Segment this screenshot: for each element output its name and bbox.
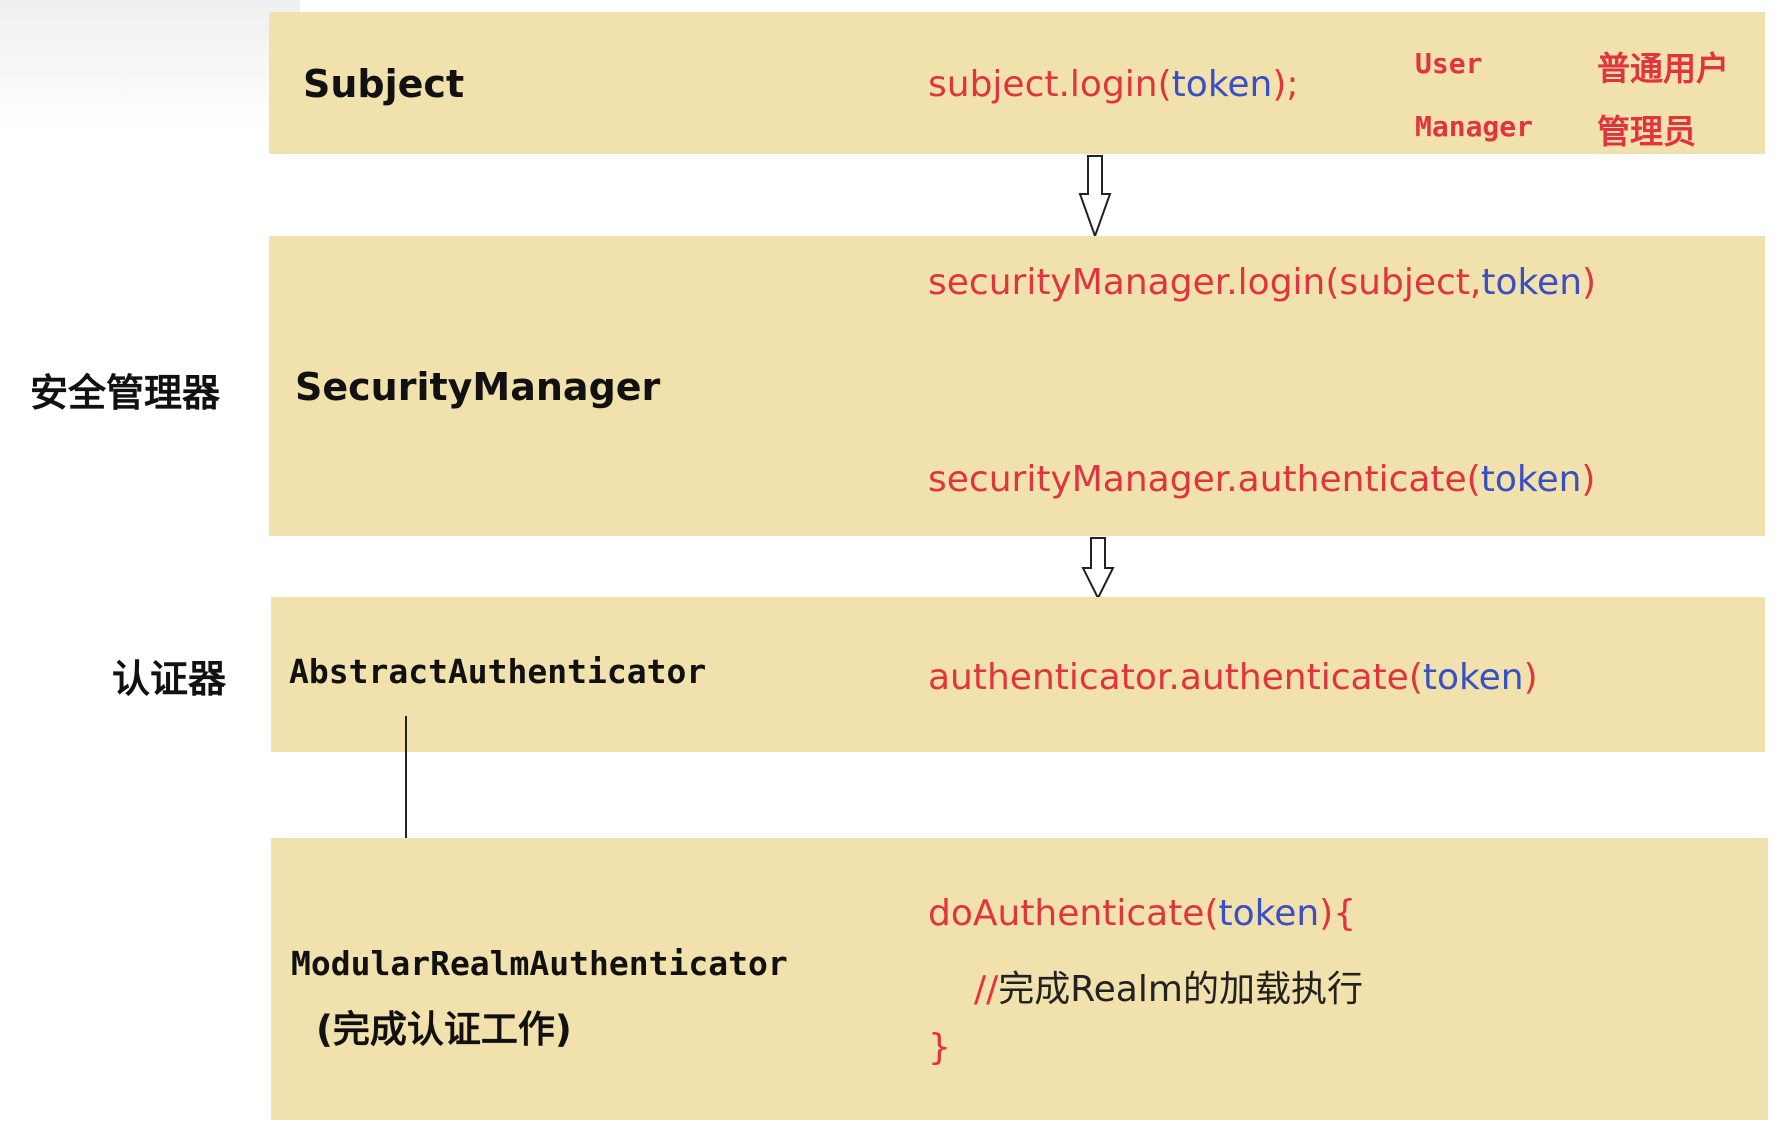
close-brace-code: } (928, 1027, 951, 1068)
role-manager-cn-label: 管理员 (1597, 112, 1696, 151)
authenticator-side-label: 认证器 (112, 657, 227, 701)
security-manager-login-code: securityManager.login(subject,token) (928, 262, 1596, 303)
subject-band (269, 12, 1765, 154)
security-manager-band (269, 236, 1765, 536)
abstract-authenticator-title: AbstractAuthenticator (289, 652, 707, 691)
subject-login-code: subject.login(token); (928, 64, 1299, 105)
modular-realm-authenticator-band (271, 838, 1768, 1120)
security-manager-authenticate-code: securityManager.authenticate(token) (928, 459, 1595, 500)
comment-text: 完成Realm的加载执行 (998, 969, 1363, 1010)
realm-comment-code: //完成Realm的加载执行 (974, 960, 1363, 1012)
role-user-cn-label: 普通用户 (1597, 49, 1729, 88)
do-auth-fn: doAuthenticate( (928, 893, 1219, 934)
modular-realm-authenticator-title: ModularRealmAuthenticator (291, 944, 788, 983)
security-manager-title: SecurityManager (295, 365, 661, 409)
authenticator-auth-token: token (1422, 657, 1524, 698)
do-authenticate-code: doAuthenticate(token){ (928, 893, 1356, 934)
down-arrow-icon (1081, 537, 1115, 600)
authenticator-auth-end: ) (1523, 657, 1538, 698)
security-manager-side-label: 安全管理器 (30, 371, 221, 415)
subject-login-token: token (1171, 64, 1273, 105)
security-auth-end: ) (1581, 459, 1596, 500)
top-left-shade (0, 0, 300, 130)
subject-login-fn: subject.login( (928, 64, 1172, 105)
role-manager-label: Manager (1415, 110, 1534, 143)
comment-slashes: // (974, 969, 999, 1010)
security-login-end: ) (1582, 262, 1597, 303)
abstract-authenticator-band (271, 597, 1765, 752)
inheritance-line (405, 716, 407, 880)
authenticator-auth-fn: authenticator.authenticate( (928, 657, 1423, 698)
modular-realm-authenticator-subtitle: (完成认证工作) (316, 1008, 572, 1051)
security-login-token: token (1481, 262, 1583, 303)
do-auth-token: token (1218, 893, 1320, 934)
security-auth-token: token (1480, 459, 1582, 500)
role-user-label: User (1415, 47, 1483, 80)
security-auth-fn: securityManager.authenticate( (928, 459, 1481, 500)
authenticator-authenticate-code: authenticator.authenticate(token) (928, 657, 1538, 698)
subject-login-end: ); (1272, 64, 1299, 105)
security-login-fn: securityManager.login(subject, (928, 262, 1482, 303)
down-arrow-icon (1078, 155, 1112, 238)
do-auth-end: ){ (1319, 893, 1357, 934)
subject-title: Subject (303, 62, 465, 106)
